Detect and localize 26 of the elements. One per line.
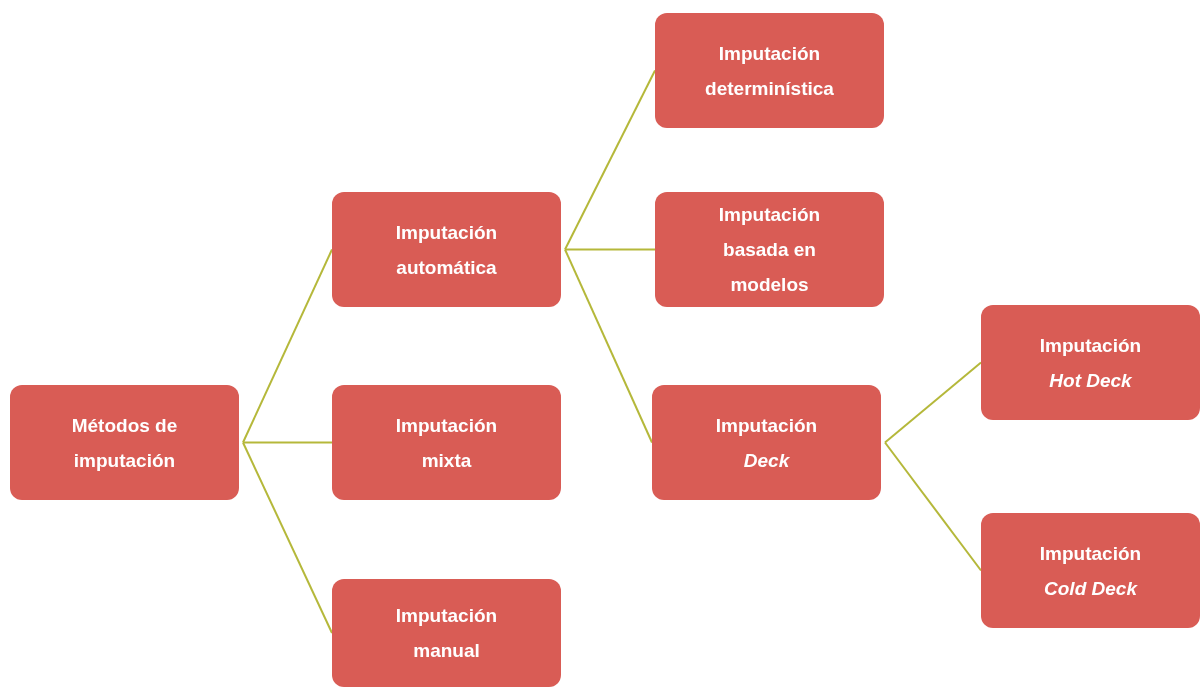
connector-line [242,441,333,634]
connector-line [884,441,982,572]
category-box [332,385,561,500]
category-box [981,305,1200,420]
category-box [332,579,561,687]
connector-line [242,441,333,444]
box-label: Imputación Deck [714,413,819,473]
box-label: Imputación mixta [394,413,499,473]
category-box [655,192,884,307]
box-label: Imputación Cold Deck [1038,541,1143,601]
connector-line [564,248,653,444]
category-box [655,13,884,128]
box-label: Imputación Hot Deck [1038,333,1143,393]
connector-line [884,361,982,444]
box-label: Imputación determinística [704,41,835,101]
connector-line [564,248,656,251]
connector-line [242,248,333,444]
connector-line [564,69,656,251]
box-label: Imputación basada en modelos [717,203,822,297]
box-label: Imputación manual [394,604,499,663]
category-box [652,385,881,500]
category-box [332,192,561,307]
box-label: Imputación automática [394,220,499,280]
category-box [10,385,239,500]
box-label: Métodos de imputación [70,413,179,473]
category-box [981,513,1200,628]
